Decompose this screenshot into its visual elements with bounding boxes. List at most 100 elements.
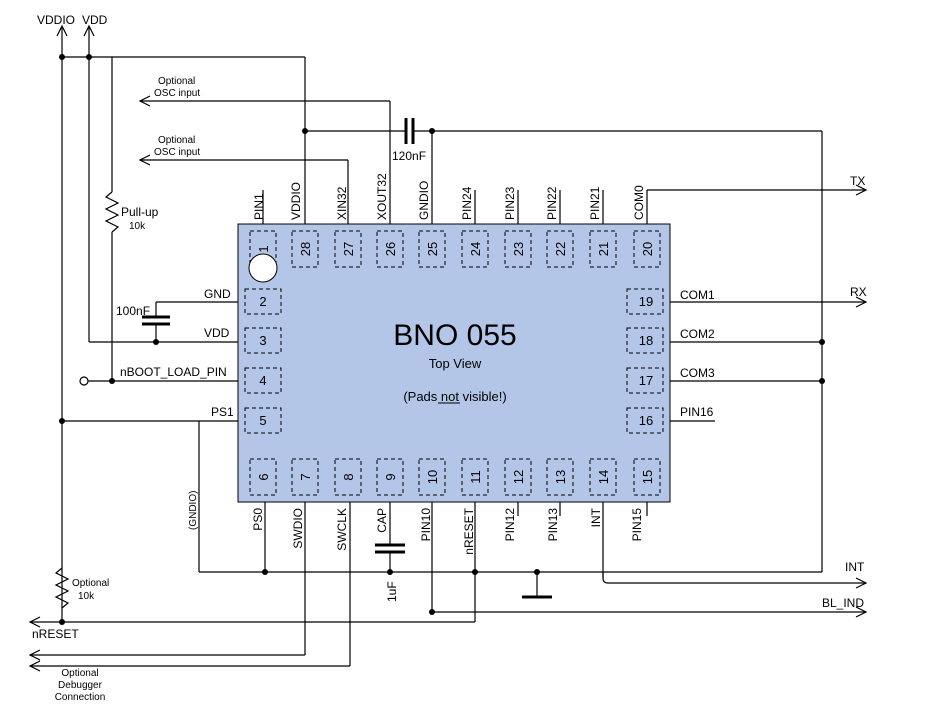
pad-num-8: 8 bbox=[341, 473, 356, 480]
junction-dot bbox=[819, 378, 825, 384]
dbg-optional: Optional bbox=[61, 668, 98, 679]
pad-15 bbox=[633, 458, 661, 496]
pad-14 bbox=[589, 458, 617, 496]
pin10-label: PIN10 bbox=[419, 508, 433, 542]
pad-4 bbox=[244, 367, 282, 394]
tx-arrow bbox=[855, 184, 868, 196]
pin13-label: PIN13 bbox=[546, 508, 560, 542]
pin23-label: PIN23 bbox=[503, 186, 517, 220]
junction-dot bbox=[472, 569, 478, 575]
pad-22 bbox=[546, 230, 574, 268]
nboot-terminal bbox=[79, 376, 89, 386]
pad-num-17: 17 bbox=[639, 373, 653, 388]
chip-name: BNO 055 bbox=[393, 319, 516, 352]
pad-18 bbox=[626, 327, 664, 354]
dbg-connection: Connection bbox=[55, 692, 106, 703]
int-arrow bbox=[855, 577, 868, 589]
pad-19 bbox=[626, 288, 664, 315]
pin15-label: PIN15 bbox=[630, 508, 644, 542]
pad-9 bbox=[376, 458, 404, 496]
pad-num-9: 9 bbox=[383, 473, 398, 480]
cap-1uf-label: 1uF bbox=[385, 581, 399, 602]
pin1-label: PIN1 bbox=[252, 193, 266, 220]
junction-dot bbox=[387, 569, 393, 575]
optional-osc-2: Optional bbox=[158, 135, 195, 146]
gndio-paren-label: (GNDIO) bbox=[188, 491, 199, 530]
pin21-label: PIN21 bbox=[588, 186, 602, 220]
nboot-pin-label: nBOOT_LOAD_PIN bbox=[120, 365, 227, 379]
pad-21 bbox=[589, 230, 617, 268]
gndio-label: GNDIO bbox=[417, 181, 431, 220]
pin16-label: PIN16 bbox=[680, 405, 714, 419]
optional-osc-1: Optional bbox=[158, 76, 195, 87]
junction-dot bbox=[109, 378, 115, 384]
pin1-marker bbox=[248, 253, 278, 283]
pad-num-3: 3 bbox=[259, 333, 266, 348]
pad-26 bbox=[376, 230, 404, 268]
pullup-resistor bbox=[104, 191, 120, 233]
pad-num-15: 15 bbox=[640, 470, 655, 484]
pad-25 bbox=[418, 230, 446, 268]
junction-dot bbox=[302, 128, 308, 134]
pad-num-23: 23 bbox=[511, 242, 526, 256]
nreset-arrow bbox=[28, 616, 41, 628]
osc-input-arrow-2 bbox=[138, 154, 151, 166]
junction-dot bbox=[59, 619, 65, 625]
pad-8 bbox=[334, 458, 362, 496]
pad-num-1: 1 bbox=[256, 245, 271, 252]
rx-arrow bbox=[855, 296, 868, 308]
ps1-pin-label: PS1 bbox=[211, 405, 234, 419]
swclk-label: SWCLK bbox=[335, 508, 349, 551]
junction-dot bbox=[534, 569, 540, 575]
com2-label: COM2 bbox=[680, 327, 715, 341]
rx-label: RX bbox=[850, 285, 867, 299]
pad-num-5: 5 bbox=[259, 413, 266, 428]
pad-num-22: 22 bbox=[553, 242, 568, 256]
junction-dot bbox=[262, 569, 268, 575]
pad-num-6: 6 bbox=[256, 473, 271, 480]
pad-10 bbox=[418, 458, 446, 496]
chip-view: Top View bbox=[429, 356, 482, 371]
nreset-signal-label: nRESET bbox=[32, 627, 79, 641]
vdd-label: VDD bbox=[82, 13, 108, 27]
junction-dot bbox=[429, 128, 435, 134]
wire bbox=[602, 572, 866, 584]
tx-label: TX bbox=[850, 174, 865, 188]
pad-num-21: 21 bbox=[596, 242, 611, 256]
pad-3 bbox=[244, 327, 282, 354]
pad-num-12: 12 bbox=[511, 470, 526, 484]
pad-num-7: 7 bbox=[298, 473, 313, 480]
pad-24 bbox=[461, 230, 489, 268]
int-signal-label: INT bbox=[845, 560, 865, 574]
junction-dot bbox=[429, 609, 435, 615]
swdio-label: SWDIO bbox=[291, 508, 305, 549]
ps0-label: PS0 bbox=[251, 508, 265, 531]
vddio-label: VDDIO bbox=[37, 13, 75, 27]
vddio-arrow bbox=[56, 24, 68, 37]
pad-11 bbox=[461, 458, 489, 496]
pads-note: (Pads not visible!) bbox=[403, 389, 506, 404]
chip-body bbox=[237, 223, 671, 503]
com0-label: COM0 bbox=[632, 185, 646, 220]
pin12-label: PIN12 bbox=[503, 508, 517, 542]
pad-23 bbox=[504, 230, 532, 268]
swclk-arrow bbox=[28, 660, 41, 672]
pad-num-11: 11 bbox=[468, 470, 483, 484]
xout32-label: XOUT32 bbox=[375, 173, 389, 220]
pad-16 bbox=[626, 407, 664, 434]
bl-ind-label: BL_IND bbox=[822, 596, 864, 610]
optional-res-label: Optional bbox=[72, 578, 109, 589]
pad-6 bbox=[249, 458, 277, 496]
pad-17 bbox=[626, 367, 664, 394]
pad-num-13: 13 bbox=[553, 470, 568, 484]
vdd-arrow bbox=[83, 24, 95, 37]
pin22-label: PIN22 bbox=[545, 186, 559, 220]
osc-input-arrow-1 bbox=[138, 95, 151, 107]
pad-12 bbox=[504, 458, 532, 496]
optional-resistor bbox=[54, 567, 70, 609]
pad-num-2: 2 bbox=[259, 294, 266, 309]
pad-num-20: 20 bbox=[640, 242, 655, 256]
junction-dot bbox=[86, 54, 92, 60]
com3-label: COM3 bbox=[680, 366, 715, 380]
